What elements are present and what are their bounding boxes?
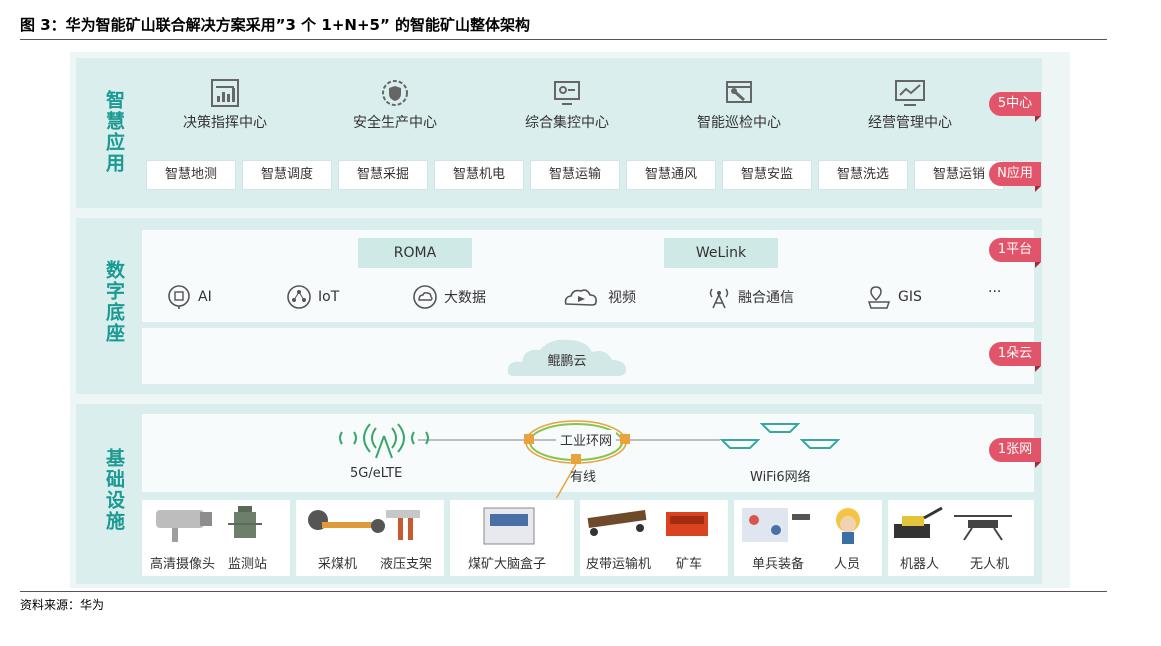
wireless-label: 5G/eLTE [350,466,403,481]
layer-label-apps: 智慧应用 [103,90,125,174]
cloud-icon [507,339,626,376]
device-label: 单兵装备 [752,557,805,572]
app-item[interactable]: 智慧地测 [146,160,236,190]
bigdata-cloud-icon [413,285,437,309]
map-pin-icon [867,286,891,309]
brain-box-icon [483,507,535,545]
device-label: 液压支架 [380,557,433,572]
device-label: 无人机 [970,557,1010,572]
app-item[interactable]: 智慧采掘 [338,160,428,190]
capability-label: 融合通信 [738,290,794,306]
center-label: 经营管理中心 [868,115,952,131]
switch-icon [620,434,630,444]
wifi-ap-icon [719,423,841,449]
tag-5-centers: 5中心 [989,92,1041,122]
conveyor-icon [587,510,647,536]
tag-n-apps: N应用 [989,162,1041,192]
capability-label: GIS [898,289,922,305]
app-item[interactable]: 智慧通风 [626,160,716,190]
equipment-kit-icon [742,508,810,542]
figure-title: 图 3：华为智能矿山联合解决方案采用”3 个 1+N+5” 的智能矿山整体架构 [20,16,531,34]
wrench-screen-icon [726,81,752,103]
center-inspection: 智能巡检中心 [684,78,794,132]
monitor-station-icon [228,506,262,538]
capability-label: AI [198,289,212,305]
device-label: 煤矿大脑盒子 [468,557,547,572]
ai-head-icon [168,285,190,309]
mine-cart-icon [666,512,708,536]
app-item[interactable]: 智慧安监 [722,160,812,190]
robot-icon [894,506,943,538]
camera-icon [156,510,212,542]
center-control: 综合集控中心 [512,78,622,132]
app-item[interactable]: 智慧调度 [242,160,332,190]
platform-welink[interactable]: WeLink [664,238,778,268]
device-label: 皮带运输机 [586,557,652,572]
network-area [142,414,1034,492]
device-label: 机器人 [900,557,940,572]
tag-1-platform: 1平台 [989,238,1041,268]
capability-iot: IoT [286,284,339,310]
center-label: 决策指挥中心 [183,115,267,131]
app-item[interactable]: 智慧运输 [530,160,620,190]
dashboard-icon [211,79,239,107]
capability-ai: AI [166,284,212,310]
tag-1-network: 1张网 [989,438,1041,468]
video-cloud-icon [564,289,597,306]
switch-icon [571,454,581,464]
device-label: 采煤机 [318,557,358,572]
center-label: 安全生产中心 [353,115,437,131]
shield-gear-icon [382,80,408,106]
device-illustrations [156,506,1012,545]
capability-label: 大数据 [444,290,486,306]
cloud-label: 鲲鹏云 [547,354,587,369]
monitor-icon [554,81,580,105]
center-decision: 决策指挥中心 [170,78,280,132]
source-rule [20,591,1107,592]
apps-row: 智慧地测 智慧调度 智慧采掘 智慧机电 智慧运输 智慧通风 智慧安监 智慧洗选 … [146,160,1004,190]
capability-comm: 融合通信 [706,284,794,310]
center-label: 智能巡检中心 [697,115,781,131]
hydraulic-support-icon [386,510,420,540]
capability-bigdata: 大数据 [412,284,486,310]
platform-roma[interactable]: ROMA [358,238,472,268]
capability-video: 视频 [562,284,636,310]
layer-label-digital: 数字底座 [103,260,125,344]
wireless-tower-icon [339,423,429,459]
source-note: 资料来源：华为 [20,598,105,612]
app-item[interactable]: 智慧机电 [434,160,524,190]
wifi-label: WiFi6网络 [750,470,811,485]
capability-label: IoT [318,289,340,305]
layer-label-infra: 基础设施 [103,448,125,532]
network-diagram [339,420,841,498]
switch-icon [524,434,534,444]
wired-label: 有线 [570,470,597,485]
ring-label: 工业环网 [556,430,617,449]
capability-label: 视频 [608,290,636,306]
capability-label: ··· [988,284,1002,300]
capability-more: ··· [988,284,1001,300]
capability-gis: GIS [866,284,922,310]
platform-area [142,230,1034,322]
center-safety: 安全生产中心 [340,78,450,132]
antenna-icon [709,288,729,309]
device-label: 高清摄像头 [150,557,216,572]
device-label: 人员 [834,557,861,572]
center-label: 综合集控中心 [525,115,609,131]
shearer-icon [308,510,385,533]
device-label: 矿车 [676,557,703,572]
tag-1-cloud: 1朵云 [989,342,1041,372]
iot-network-icon [287,285,311,309]
worker-icon [836,508,860,544]
drone-icon [954,515,1012,541]
chart-screen-icon [895,80,925,106]
device-label: 监测站 [228,557,268,572]
center-management: 经营管理中心 [855,78,965,132]
title-rule [20,39,1107,40]
app-item[interactable]: 智慧洗选 [818,160,908,190]
